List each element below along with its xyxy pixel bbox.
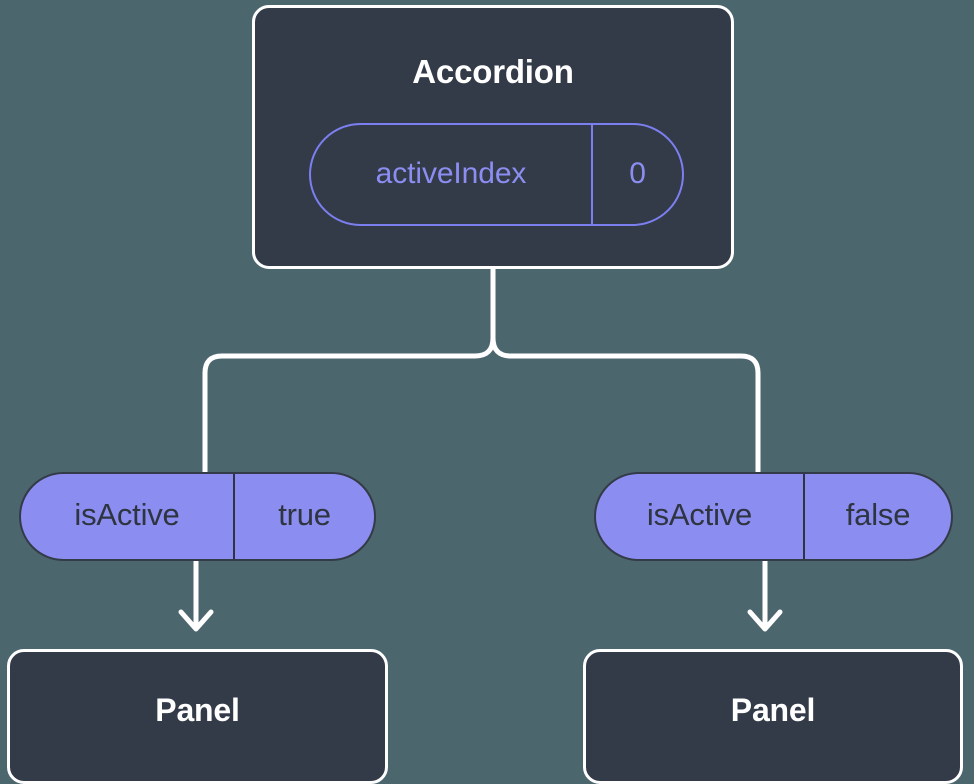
panel-label: Panel	[730, 692, 816, 728]
prop-badge-key: isActive	[74, 497, 180, 532]
state-pill-value: 0	[629, 156, 646, 190]
panel-card-left: Panel	[7, 649, 388, 784]
prop-badge-divider	[803, 474, 805, 559]
prop-badge-is-active-true: isActive true	[19, 472, 376, 561]
arrow-left	[178, 561, 214, 632]
state-pill-key: activeIndex	[375, 156, 527, 190]
accordion-component-card: Accordion activeIndex 0	[252, 5, 734, 269]
prop-badge-key: isActive	[646, 497, 753, 532]
state-pill-active-index: activeIndex 0	[309, 123, 684, 226]
prop-badge-value: true	[278, 497, 331, 532]
state-pill-divider	[591, 125, 593, 224]
panel-card-right: Panel	[583, 649, 963, 784]
panel-label: Panel	[155, 692, 240, 728]
prop-badge-value: false	[845, 497, 911, 532]
page-title: Accordion	[412, 53, 574, 90]
prop-badge-is-active-false: isActive false	[594, 472, 953, 561]
fork-connector	[202, 269, 496, 472]
arrow-right	[747, 561, 783, 632]
fork-connector-right	[490, 337, 761, 472]
prop-badge-divider	[233, 474, 235, 559]
